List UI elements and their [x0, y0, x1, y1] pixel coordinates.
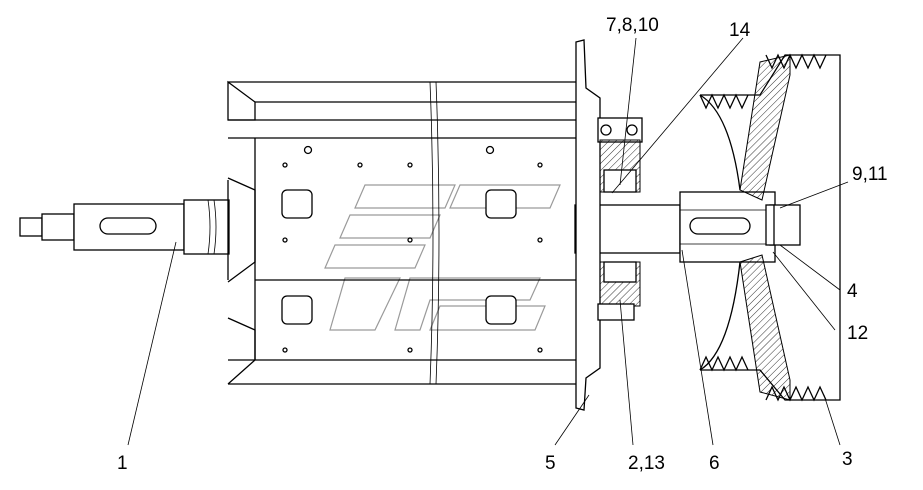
callout-9-11: 9,11 — [852, 164, 888, 185]
pulley — [699, 53, 841, 402]
callout-14: 14 — [729, 20, 751, 41]
housing-frame — [227, 80, 581, 385]
flange-plate — [575, 39, 601, 411]
shaft — [19, 191, 776, 263]
callout-7-8-10: 7,8,10 — [606, 15, 659, 36]
callout-4: 4 — [847, 281, 858, 302]
callout-1: 1 — [117, 453, 128, 474]
callout-6: 6 — [709, 453, 720, 474]
callout-3: 3 — [842, 449, 853, 470]
callout-12: 12 — [847, 323, 868, 344]
bearing-assembly — [597, 117, 643, 321]
watermark-logo — [324, 184, 561, 331]
callout-2-13: 2,13 — [628, 453, 665, 474]
callout-5: 5 — [545, 453, 556, 474]
leader-lines — [127, 37, 849, 446]
callout-labels: 1 5 2,13 6 3 7,8,10 14 9,11 4 12 — [117, 15, 888, 474]
